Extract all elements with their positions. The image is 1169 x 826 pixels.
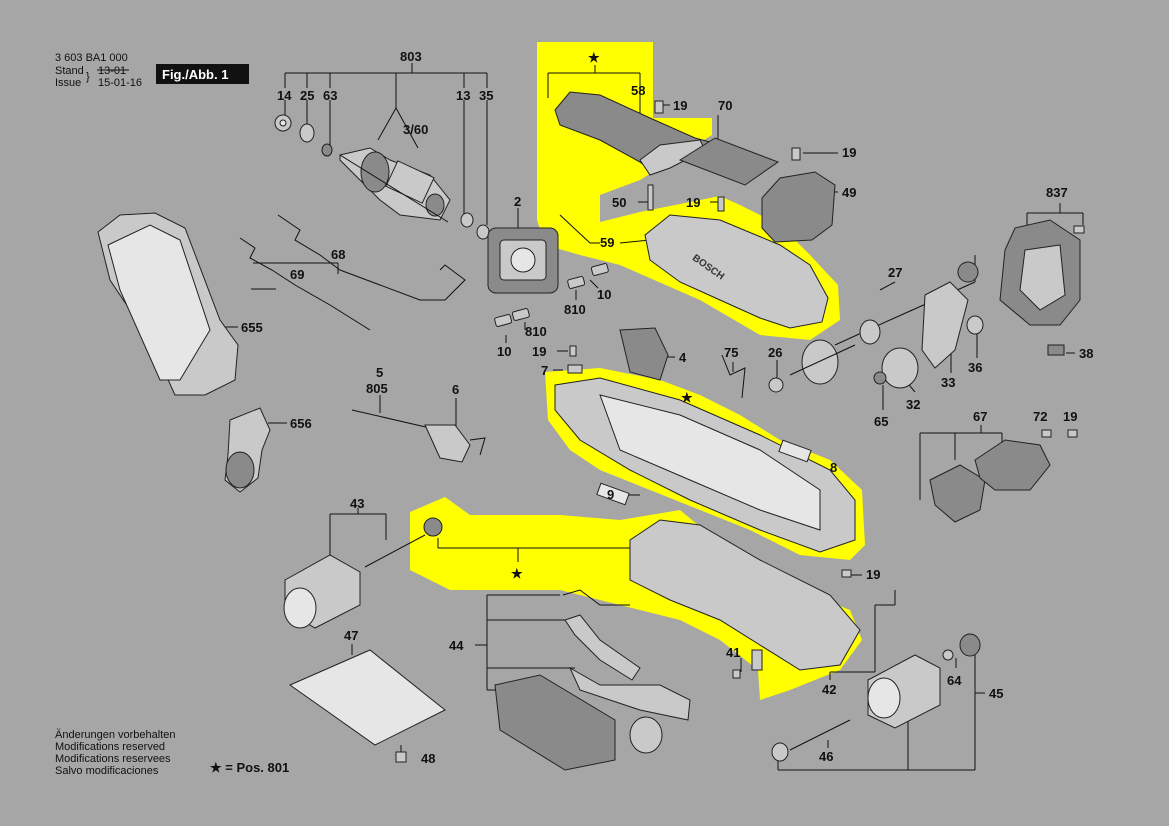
pad-parts: [596, 439, 812, 506]
footer-notes: Änderungen vorbehalten Modifications res…: [55, 729, 289, 777]
star-icon: ★: [681, 390, 693, 405]
drive-roller-part: [751, 633, 981, 762]
pulley-housing-part: [999, 219, 1081, 326]
part-label: 655: [241, 320, 263, 335]
part-label: 36: [968, 360, 982, 375]
part-label: 4: [679, 350, 687, 365]
part-label: 656: [290, 416, 312, 431]
part-label: 810: [564, 302, 586, 317]
part-label: 9: [607, 487, 614, 502]
part-label: 19: [1063, 409, 1077, 424]
part-label: 10: [497, 344, 511, 359]
figure-label-box: [156, 64, 249, 84]
part-label: 8: [830, 460, 837, 475]
part-label: 19: [673, 98, 687, 113]
part-label: 10: [597, 287, 611, 302]
cable-part: [351, 409, 486, 463]
part-label: 70: [718, 98, 732, 113]
lever-parts: [494, 589, 691, 771]
part-label: 19: [866, 567, 880, 582]
brace-icon: }: [86, 71, 90, 83]
part-label: 41: [726, 645, 740, 660]
part-labels: 803 14 25 63 13 35 3/60 2 68 69 10 810 1…: [241, 49, 1093, 766]
part-label: 69: [290, 267, 304, 282]
part-label: 32: [906, 397, 920, 412]
part-label: 27: [888, 265, 902, 280]
part-label: 19: [686, 195, 700, 210]
part-label: 810: [525, 324, 547, 339]
part-label: 25: [300, 88, 314, 103]
part-label: 50: [612, 195, 626, 210]
bottom-housing-part: [629, 519, 861, 671]
part-label: 46: [819, 749, 833, 764]
part-label: 68: [331, 247, 345, 262]
part-label: 58: [631, 83, 645, 98]
part-label: 43: [350, 496, 364, 511]
part-label: 65: [874, 414, 888, 429]
brush-parts: [494, 263, 609, 327]
doc-number: 3 603 BA1 000: [55, 52, 128, 64]
field-coil-part: [487, 227, 559, 294]
platen-part: [288, 649, 446, 746]
knob-parts: [929, 439, 1051, 523]
adapter-part: [224, 407, 271, 493]
part-label: 19: [842, 145, 856, 160]
handle-part: [554, 91, 712, 176]
cover-part: [678, 137, 780, 186]
switch-parts: [567, 327, 746, 399]
part-label: 19: [532, 344, 546, 359]
part-label: 67: [973, 409, 987, 424]
part-label: 14: [277, 88, 292, 103]
star-markers: ★ ★ ★: [511, 50, 693, 581]
stand-old-date: 13-01: [98, 65, 126, 77]
part-label: 5: [376, 365, 383, 380]
spring-wire-parts: [239, 214, 466, 331]
part-label: 35: [479, 88, 493, 103]
document-header: 3 603 BA1 000 Stand Issue } 13-01 15-01-…: [55, 52, 249, 89]
armature-part: [274, 114, 490, 240]
part-label: 72: [1033, 409, 1047, 424]
note-line: Modifications reserved: [55, 741, 165, 753]
figure-label: Fig./Abb. 1: [162, 67, 228, 82]
part-label: 2: [514, 194, 521, 209]
part-label: 44: [449, 638, 464, 653]
star-legend: ★ = Pos. 801: [210, 760, 289, 775]
part-label: 42: [822, 682, 836, 697]
part-label: 7: [541, 363, 548, 378]
part-label: 33: [941, 375, 955, 390]
part-label: 837: [1046, 185, 1068, 200]
part-label: 6: [452, 382, 459, 397]
roller-part: [283, 517, 443, 629]
part-label: 63: [323, 88, 337, 103]
gear-parts: [768, 261, 1065, 393]
note-line: Änderungen vorbehalten: [55, 729, 175, 741]
part-label: 47: [344, 628, 358, 643]
star-icon: ★: [588, 50, 600, 65]
part-label: 26: [768, 345, 782, 360]
issue-date: 15-01-16: [98, 77, 142, 89]
part-label: 64: [947, 673, 962, 688]
dust-box-part: [97, 212, 239, 396]
base-housing-part: [554, 377, 856, 553]
part-label: 59: [600, 235, 614, 250]
part-label: 13: [456, 88, 470, 103]
parts-drawings: BOSCH: [97, 91, 1085, 771]
stand-label: Stand: [55, 65, 84, 77]
part-label: 75: [724, 345, 738, 360]
part-label: 805: [366, 381, 388, 396]
part-label: 3/60: [403, 122, 428, 137]
part-label: 48: [421, 751, 435, 766]
part-label: 803: [400, 49, 422, 64]
part-label: 45: [989, 686, 1003, 701]
block-part: [761, 171, 836, 243]
issue-label: Issue: [55, 77, 81, 89]
note-line: Salvo modificaciones: [55, 765, 159, 777]
part-label: 38: [1079, 346, 1093, 361]
part-label: 49: [842, 185, 856, 200]
star-icon: ★: [511, 566, 523, 581]
note-line: Modifications reservees: [55, 753, 171, 765]
screw-parts: [395, 100, 1085, 763]
top-housing-part: BOSCH: [644, 214, 829, 329]
